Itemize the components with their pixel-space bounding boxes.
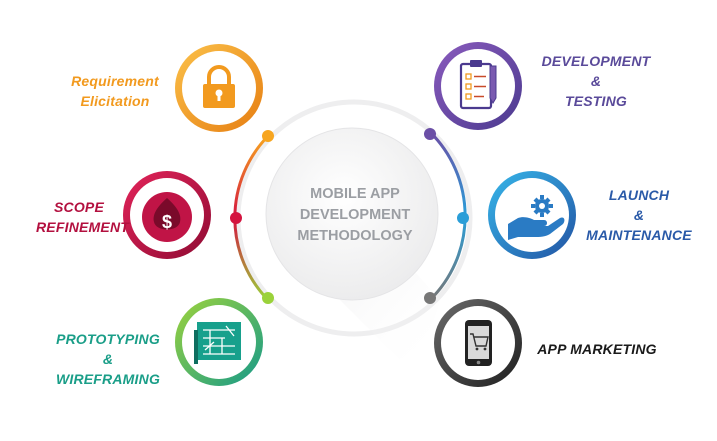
center-disk — [265, 127, 439, 301]
label-prototyping-line-2: & — [102, 351, 114, 367]
label-development-line-2: & — [590, 73, 602, 89]
label-prototyping-line-1: PROTOTYPING — [56, 331, 160, 347]
label-launch-line-2: & — [633, 207, 645, 223]
svg-text:$: $ — [162, 212, 172, 232]
stage-prototyping — [175, 298, 263, 386]
label-marketing: APP MARKETING — [534, 339, 660, 359]
hand-gear-icon — [508, 195, 565, 240]
center-title-line-1: MOBILE APP — [310, 186, 400, 202]
dot-scope — [230, 212, 242, 224]
label-development-line-3: TESTING — [564, 93, 628, 109]
dot-prototyping — [262, 292, 274, 304]
stage-requirement — [175, 44, 263, 132]
label-development-line-1: DEVELOPMENT — [541, 53, 651, 69]
label-prototyping: PROTOTYPING & WIREFRAMING — [50, 329, 166, 389]
stage-launch — [488, 171, 576, 259]
dot-launch — [457, 212, 469, 224]
label-launch: LAUNCH & MAINTENANCE — [582, 185, 696, 245]
label-prototyping-line-3: WIREFRAMING — [55, 371, 161, 387]
lock-icon — [203, 65, 235, 108]
label-requirement-line-1: Requirement — [71, 73, 159, 89]
label-requirement: Requirement Elicitation — [56, 71, 174, 111]
center-title-line-3: METHODOLOGY — [297, 228, 413, 244]
center-title: MOBILE APP DEVELOPMENT METHODOLOGY — [280, 184, 430, 247]
label-marketing-line-1: APP MARKETING — [537, 341, 657, 357]
smartphone-cart-icon — [465, 320, 492, 366]
money-bag-icon: $ — [142, 192, 192, 242]
label-scope-line-1: SCOPE — [53, 199, 104, 215]
dot-development — [424, 128, 436, 140]
label-launch-line-3: MAINTENANCE — [586, 227, 692, 243]
label-launch-line-1: LAUNCH — [608, 187, 670, 203]
label-requirement-line-2: Elicitation — [80, 93, 150, 109]
label-scope: SCOPE REFINEMENT — [36, 197, 129, 237]
wireframe-blueprint-icon — [194, 322, 241, 364]
dot-requirement — [262, 130, 274, 142]
dot-marketing — [424, 292, 436, 304]
label-scope-line-2: REFINEMENT — [36, 219, 129, 235]
stage-marketing — [434, 299, 522, 387]
center-title-line-2: DEVELOPMENT — [299, 207, 411, 223]
stage-development — [434, 42, 522, 130]
label-development: DEVELOPMENT & TESTING — [538, 51, 654, 111]
checklist-clipboard-icon — [459, 60, 497, 110]
stage-scope: $ — [123, 171, 211, 259]
